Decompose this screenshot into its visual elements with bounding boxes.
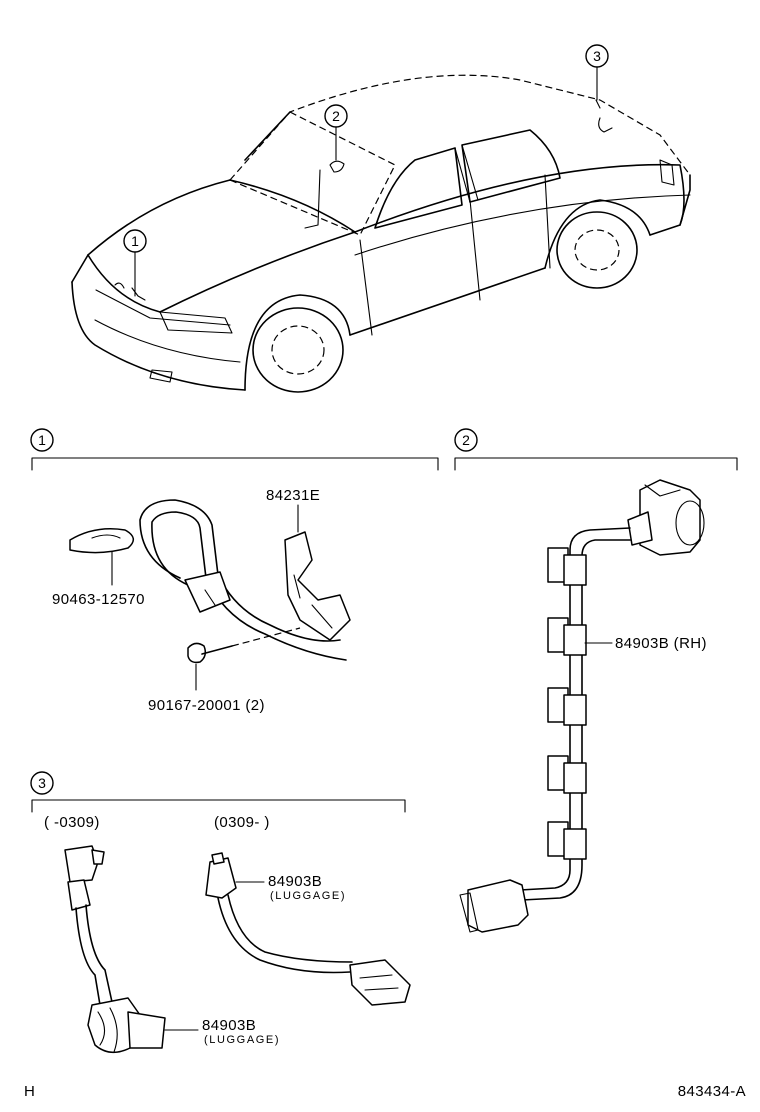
- section-2: 2 84903B (RH): [454, 428, 738, 933]
- sensor-rh: [627, 479, 705, 556]
- label-luggage-top-sub: (LUGGAGE): [270, 890, 346, 902]
- svg-text:1: 1: [38, 432, 46, 448]
- label-luggage-bottom: 84903B: [202, 1017, 256, 1034]
- harness-clips: [547, 547, 587, 860]
- label-bolt: 90167-20001 (2): [148, 697, 265, 714]
- diagram-id: 843434-A: [678, 1083, 746, 1100]
- label-band: 90463-12570: [52, 591, 145, 608]
- svg-text:3: 3: [38, 775, 46, 791]
- footer-code: H: [24, 1083, 35, 1100]
- label-harness-rh: 84903B (RH): [615, 635, 707, 652]
- date-range-right: (0309- ): [214, 814, 270, 831]
- svg-text:2: 2: [462, 432, 470, 448]
- band-clamp: [69, 528, 134, 586]
- luggage-harness-right: [205, 852, 411, 1006]
- label-sensor-front: 84231E: [266, 487, 320, 504]
- bolt: [187, 627, 301, 691]
- car-illustration: [71, 74, 691, 393]
- section-1: 1 90463-12570 84231E 90167-20001 (2): [30, 428, 439, 714]
- section-3: 3 ( -0309) (0309- ) 84903B (LUGGAGE): [30, 771, 411, 1054]
- callout-3-car: 3: [585, 44, 609, 101]
- label-luggage-top: 84903B: [268, 873, 322, 890]
- luggage-harness-left: [64, 845, 199, 1054]
- callout-1-car: 1: [123, 229, 147, 297]
- svg-text:3: 3: [593, 48, 601, 64]
- svg-text:1: 1: [131, 233, 139, 249]
- svg-text:2: 2: [332, 108, 340, 124]
- date-range-left: ( -0309): [44, 814, 100, 831]
- sensor-84231e: [284, 504, 351, 641]
- label-luggage-bottom-sub: (LUGGAGE): [204, 1034, 280, 1046]
- callout-2-car: 2: [324, 104, 348, 161]
